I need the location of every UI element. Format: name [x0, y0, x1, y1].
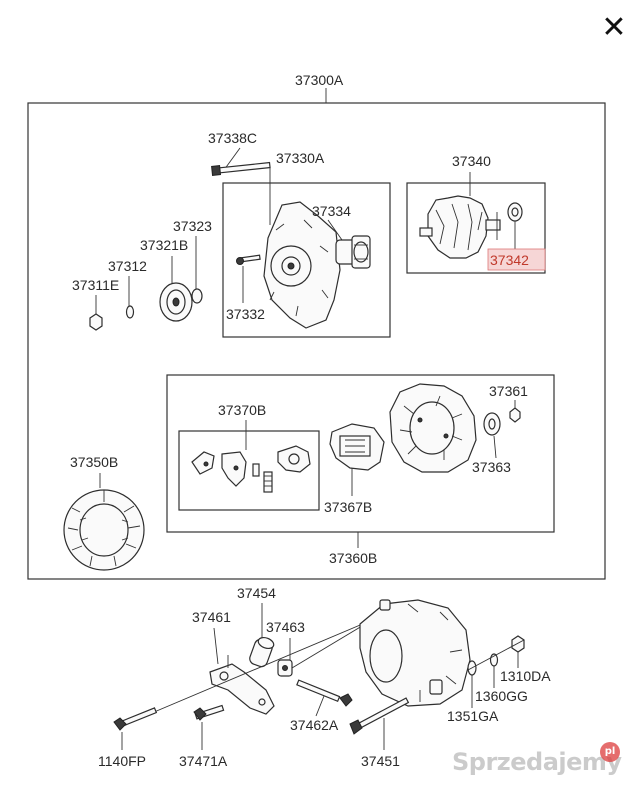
assembly-frame: 37300A — [27, 72, 606, 580]
bushing-37463-part[interactable] — [277, 659, 293, 677]
nut-37361-part[interactable] — [509, 407, 521, 423]
front-housing-group: 37330A 37338C 37334 37332 — [208, 130, 391, 338]
rotor-37340-part[interactable] — [419, 195, 501, 259]
stator-37350B-part[interactable] — [63, 489, 145, 571]
label-37342[interactable]: 37342 — [490, 252, 529, 268]
bolt-37462A-part[interactable] — [296, 679, 353, 707]
label-1310DA[interactable]: 1310DA — [500, 668, 551, 684]
label-37451[interactable]: 37451 — [361, 753, 400, 769]
nut-37323-part[interactable] — [191, 288, 203, 304]
label-37463[interactable]: 37463 — [266, 619, 305, 635]
label-37312[interactable]: 37312 — [108, 258, 147, 274]
label-37332[interactable]: 37332 — [226, 306, 265, 322]
bearing-37334-part[interactable] — [335, 235, 371, 269]
alternator-housing-part[interactable] — [359, 599, 471, 707]
rear-bracket-group: 37360B 37370B 37367B — [166, 374, 555, 566]
label-37350B[interactable]: 37350B — [70, 454, 118, 470]
bolt-37471A-part[interactable] — [193, 704, 225, 721]
label-37360B[interactable]: 37360B — [329, 550, 377, 566]
cover-37363-part[interactable] — [483, 412, 501, 436]
regulator-37367B-part[interactable] — [329, 423, 385, 471]
brush-holder-37370B-part[interactable] — [191, 445, 311, 493]
bolt-37451-part[interactable] — [349, 697, 410, 735]
watermark-logo: Sprzedajemy — [452, 748, 622, 776]
rear-housing-part[interactable] — [389, 383, 477, 473]
highlight-37342 — [487, 248, 546, 271]
mounting-group: 37454 37461 37463 — [98, 585, 551, 769]
stator-group: 37350B — [63, 454, 145, 571]
washer-37312-part[interactable] — [125, 305, 135, 319]
nut-1310DA-part[interactable] — [511, 635, 525, 653]
nut-37311E-part[interactable] — [89, 313, 103, 331]
label-1351GA[interactable]: 1351GA — [447, 708, 499, 724]
bracket-37461-part[interactable] — [209, 655, 275, 715]
pulley-group: 37323 37321B 37312 37311E — [72, 218, 212, 331]
label-37340[interactable]: 37340 — [452, 153, 491, 169]
label-1140FP[interactable]: 1140FP — [98, 753, 146, 769]
label-37300A[interactable]: 37300A — [295, 72, 344, 88]
close-button[interactable]: ✕ — [596, 10, 632, 46]
label-37461[interactable]: 37461 — [192, 609, 231, 625]
front-housing-37330A-part[interactable] — [263, 201, 341, 329]
label-37363[interactable]: 37363 — [472, 459, 511, 475]
label-37334[interactable]: 37334 — [312, 203, 351, 219]
label-37321B[interactable]: 37321B — [140, 237, 188, 253]
label-37323[interactable]: 37323 — [173, 218, 212, 234]
bolt-37338C-part[interactable] — [211, 161, 271, 176]
pulley-37321B-part[interactable] — [159, 282, 193, 322]
label-37367B[interactable]: 37367B — [324, 499, 372, 515]
watermark-badge: pl — [600, 742, 620, 762]
label-37370B[interactable]: 37370B — [218, 402, 266, 418]
label-37471A[interactable]: 37471A — [179, 753, 228, 769]
label-37311E[interactable]: 37311E — [72, 277, 119, 293]
label-37330A[interactable]: 37330A — [276, 150, 325, 166]
bolt-1140FP-part[interactable] — [113, 707, 158, 731]
bearing-37342-part[interactable] — [507, 202, 523, 222]
label-37338C[interactable]: 37338C — [208, 130, 257, 146]
label-37454[interactable]: 37454 — [237, 585, 276, 601]
label-37361[interactable]: 37361 — [489, 383, 528, 399]
label-37462A[interactable]: 37462A — [290, 717, 339, 733]
sleeve-37454-part[interactable] — [248, 636, 275, 669]
rotor-group: 37340 37342 — [406, 153, 546, 274]
label-1360GG[interactable]: 1360GG — [475, 688, 528, 704]
screw-37332-part[interactable] — [236, 254, 261, 265]
